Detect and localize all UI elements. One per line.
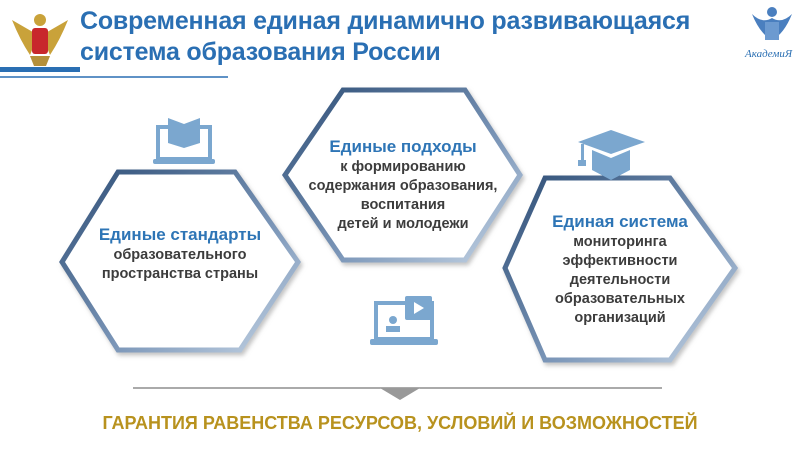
page-title: Современная единая динамично развивающая… bbox=[80, 6, 690, 68]
block-monitoring: Единая система мониторинга эффективности… bbox=[510, 211, 730, 328]
block-heading: Единые стандарты bbox=[98, 225, 262, 244]
hexagon-approaches bbox=[281, 87, 523, 263]
block-standards: Единые стандарты образовательного простр… bbox=[70, 224, 290, 284]
block-line: воспитания bbox=[360, 197, 446, 213]
block-line: организаций bbox=[574, 310, 666, 326]
title-line-2: система образования России bbox=[80, 38, 441, 66]
block-line: образовательного bbox=[113, 247, 247, 263]
hexagon-standards bbox=[59, 169, 302, 353]
graduation-cap-icon bbox=[578, 130, 645, 180]
block-line: детей и молодежи bbox=[337, 216, 469, 232]
block-heading: Единая система bbox=[552, 212, 688, 231]
academy-logo bbox=[752, 7, 792, 40]
block-line: мониторинга bbox=[573, 234, 667, 250]
ministry-emblem-icon bbox=[12, 14, 68, 66]
video-lesson-icon bbox=[370, 296, 438, 345]
footer-guarantee-text: ГАРАНТИЯ РАВЕНСТВА РЕСУРСОВ, УСЛОВИЙ И В… bbox=[102, 413, 698, 433]
block-line: содержания образования, bbox=[308, 178, 498, 194]
block-line: образовательных bbox=[555, 291, 685, 307]
block-approaches: Единые подходы к формированию содержания… bbox=[288, 136, 518, 234]
header-accent-bar bbox=[0, 67, 80, 72]
hexagon-monitoring bbox=[502, 175, 739, 363]
block-line: к формированию bbox=[340, 159, 466, 175]
laptop-book-icon bbox=[153, 118, 215, 164]
block-line: пространства страны bbox=[101, 266, 259, 282]
block-line: эффективности bbox=[562, 253, 678, 269]
academy-logo-text: АкадемиЯ bbox=[745, 48, 793, 60]
title-line-1: Современная единая динамично развивающая… bbox=[80, 7, 691, 35]
block-line: деятельности bbox=[569, 272, 671, 288]
block-heading: Единые подходы bbox=[329, 137, 477, 156]
down-arrow-icon bbox=[380, 388, 420, 400]
